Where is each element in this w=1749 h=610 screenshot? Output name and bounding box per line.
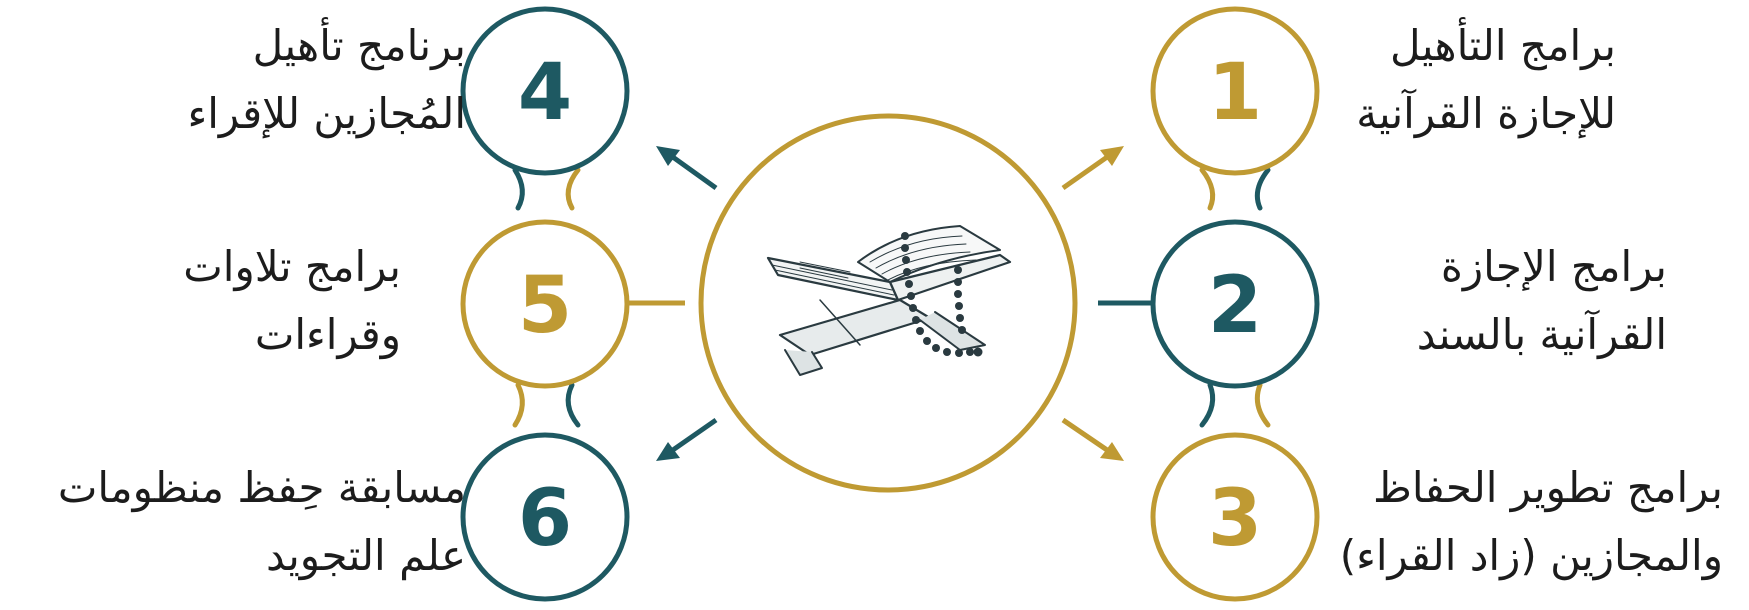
label-2: برامج الإجازة القرآنية بالسند bbox=[1417, 233, 1667, 369]
label-4-line2: المُجازين للإقراء bbox=[188, 80, 466, 148]
step-circle-1: 1 bbox=[1153, 9, 1317, 173]
label-2-line2: القرآنية بالسند bbox=[1417, 301, 1667, 369]
connector-4-5 bbox=[515, 170, 578, 208]
connector-5-6 bbox=[515, 385, 578, 425]
label-1: برامج التأهيل للإجازة القرآنية bbox=[1356, 12, 1616, 148]
step-number-2: 2 bbox=[1208, 261, 1262, 351]
label-3: برامج تطوير الحفاظ والمجازين (زاد القراء… bbox=[1340, 454, 1723, 590]
connector-2-3 bbox=[1202, 385, 1268, 425]
label-5: برامج تلاوات وقراءات bbox=[183, 233, 401, 369]
label-1-line2: للإجازة القرآنية bbox=[1356, 80, 1616, 148]
label-5-line1: برامج تلاوات bbox=[183, 233, 401, 301]
step-number-3: 3 bbox=[1208, 474, 1262, 564]
step-number-1: 1 bbox=[1208, 48, 1262, 138]
label-6-line1: مسابقة حِفظ منظومات bbox=[58, 454, 466, 522]
label-6: مسابقة حِفظ منظومات علم التجويد bbox=[58, 454, 466, 590]
arrow-to-6 bbox=[656, 420, 716, 461]
label-3-line2: والمجازين (زاد القراء) bbox=[1340, 522, 1723, 590]
step-circle-2: 2 bbox=[1153, 222, 1317, 386]
step-number-4: 4 bbox=[518, 48, 572, 138]
label-1-line1: برامج التأهيل bbox=[1356, 12, 1616, 80]
step-circle-4: 4 bbox=[463, 9, 627, 173]
label-3-line1: برامج تطوير الحفاظ bbox=[1340, 454, 1723, 522]
connector-1-2 bbox=[1202, 170, 1268, 208]
arrow-to-3 bbox=[1063, 420, 1124, 461]
label-4-line1: برنامج تأهيل bbox=[188, 12, 466, 80]
label-2-line1: برامج الإجازة bbox=[1417, 233, 1667, 301]
step-number-5: 5 bbox=[518, 261, 572, 351]
step-circle-6: 6 bbox=[463, 435, 627, 599]
arrow-to-1 bbox=[1063, 146, 1124, 188]
step-circle-5: 5 bbox=[463, 222, 627, 386]
quran-on-stand-with-rosary-icon bbox=[768, 226, 1010, 375]
step-circle-3: 3 bbox=[1153, 435, 1317, 599]
label-4: برنامج تأهيل المُجازين للإقراء bbox=[188, 12, 466, 148]
label-5-line2: وقراءات bbox=[183, 301, 401, 369]
step-number-6: 6 bbox=[518, 474, 572, 564]
label-6-line2: علم التجويد bbox=[58, 522, 466, 590]
arrow-to-4 bbox=[656, 146, 716, 188]
